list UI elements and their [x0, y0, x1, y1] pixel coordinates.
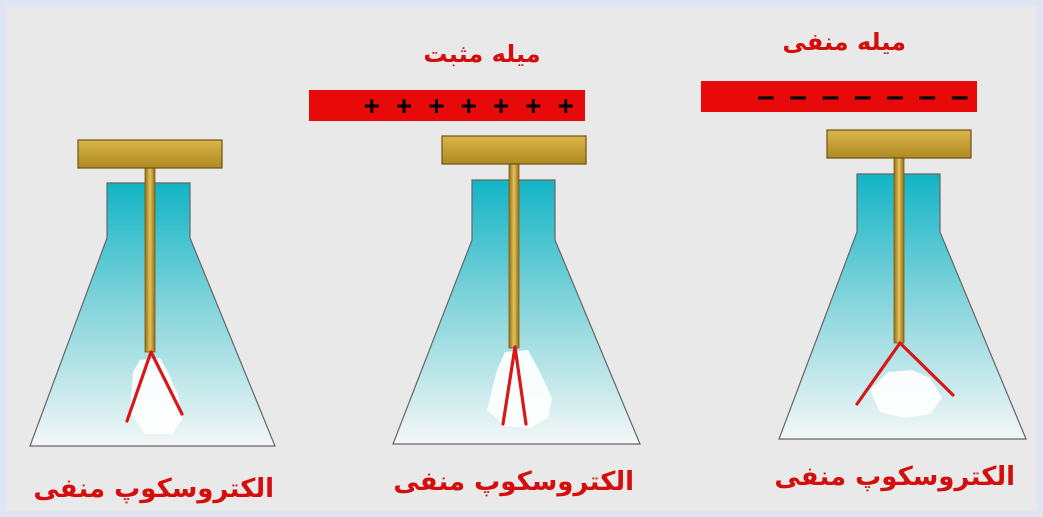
electroscope-3-leaf-glow — [870, 370, 942, 418]
negative-rod-title: میله منفی — [782, 28, 906, 56]
negative-charges: – – – – – – – — [758, 82, 968, 112]
electroscope-2-leaf-right — [513, 345, 528, 426]
electroscope-1-stem — [144, 166, 156, 353]
electroscope-1-leaf-right — [149, 350, 184, 416]
electroscope-2-title: الکتروسکوپ منفی — [393, 467, 634, 497]
electroscope-1-leaf-left — [125, 350, 153, 423]
electroscope-2-leaf-left — [501, 345, 517, 426]
positive-rod — [309, 90, 585, 121]
electroscope-3-title: الکتروسکوپ منفی — [774, 462, 1015, 492]
electroscope-2-cap — [441, 135, 587, 165]
negative-rod — [701, 81, 977, 112]
positive-rod-title: میله مثبت — [423, 40, 541, 68]
electroscope-1 — [29, 139, 276, 447]
electroscope-3-cap — [826, 129, 972, 159]
electroscope-2-stem — [508, 162, 520, 349]
electroscope-1-cap — [77, 139, 223, 169]
electroscope-2 — [309, 90, 641, 445]
electroscope-1-title: الکتروسکوپ منفی — [33, 474, 274, 504]
electroscope-3-leaf-right — [898, 341, 955, 397]
electroscope-3-stem — [893, 155, 905, 344]
positive-charges: + + + + + + + — [364, 91, 574, 121]
electroscope-3-leaf-left — [855, 341, 902, 406]
electroscope-3 — [701, 81, 1027, 440]
